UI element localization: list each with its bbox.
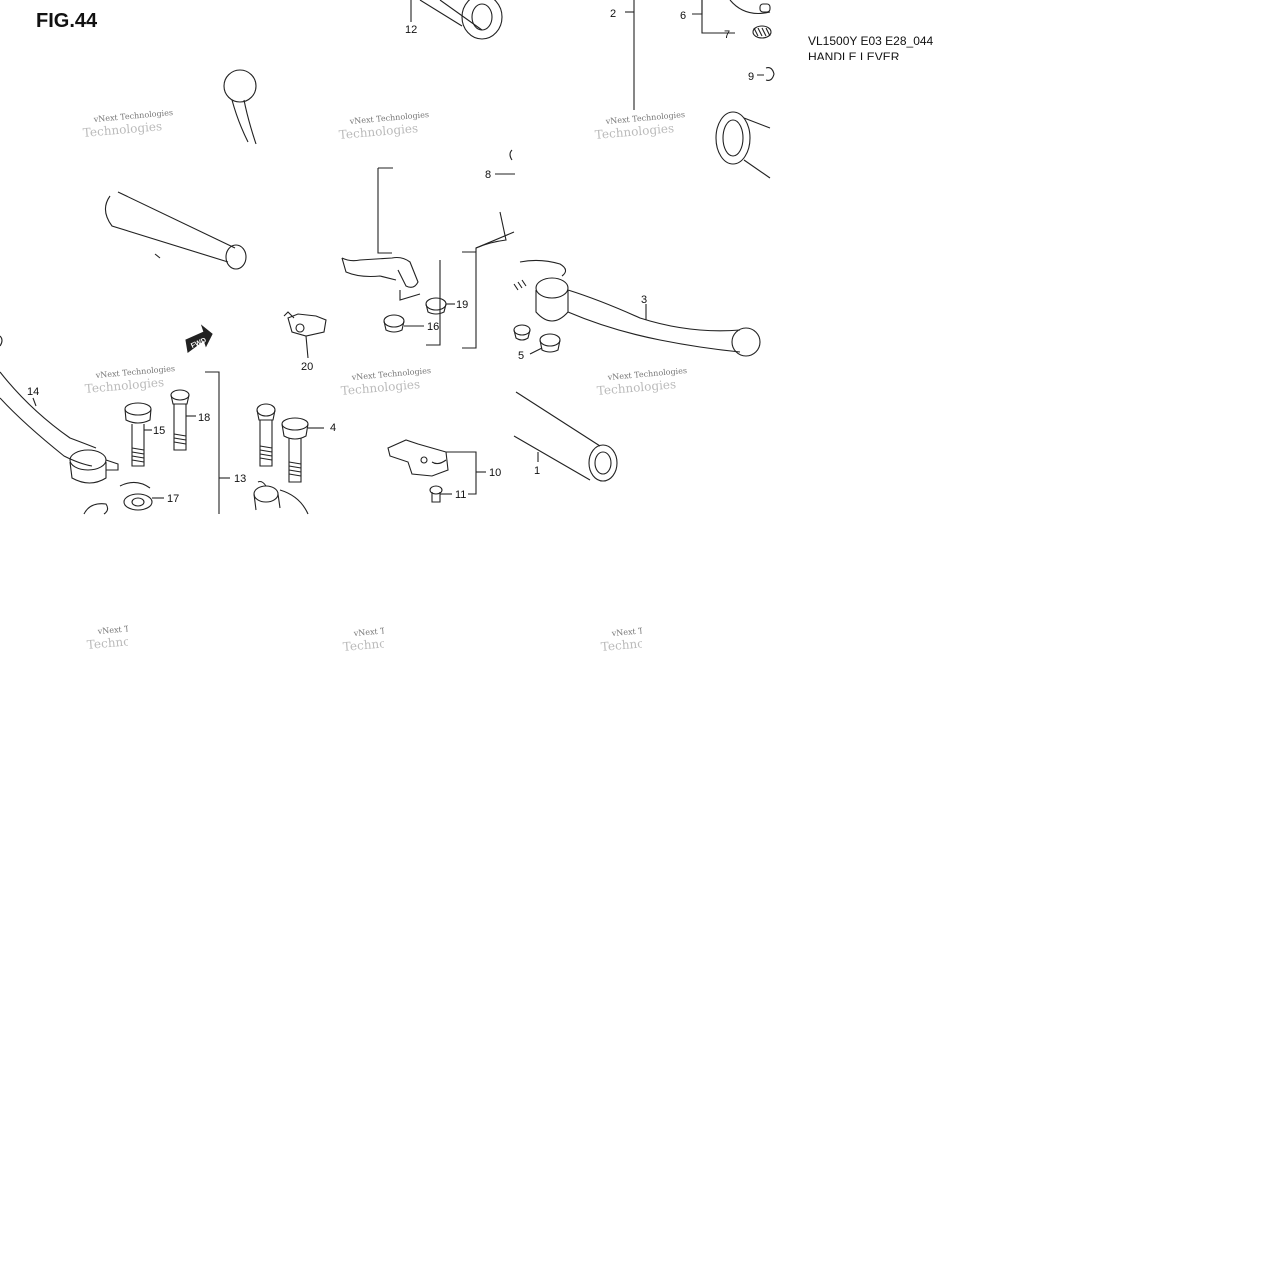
callout-6: 6 [680,10,686,22]
callout-11: 11 [455,489,466,501]
watermark-8: Technologies vNext Technologies [342,622,433,654]
bracket-5-3 [462,231,515,349]
bracket-2 [625,0,635,110]
callout-7: 7 [724,29,730,41]
watermark-5: Technologies vNext Technologies [340,366,431,398]
svg-text:Technologies: Technologies [342,633,422,654]
svg-text:Technologies: Technologies [82,119,162,140]
part-10-switch [387,439,486,495]
watermark-6: Technologies vNext Technologies [596,366,687,398]
svg-text:Technologies: Technologies [86,631,166,652]
callout-13: 13 [234,473,246,485]
left-grip [104,191,247,270]
svg-text:vNext Technologies: vNext Technologies [96,620,177,636]
callout-16: 16 [427,321,439,333]
part-12-grip [410,0,503,40]
callout-18: 18 [198,412,210,424]
callout-labels: 1 2 3 4 5 6 7 8 9 10 11 12 13 14 15 16 1… [27,8,754,505]
part-14-lever [0,335,119,484]
callout-12: 12 [405,24,417,36]
part-5-caps [513,324,561,355]
svg-text:vNext Technologies: vNext Technologies [610,622,691,638]
part-name: HANDLE LEVER [808,50,900,60]
svg-text:Technologies: Technologies [594,121,674,142]
callout-4: 4 [330,422,336,434]
svg-text:Technologies: Technologies [596,377,676,398]
fwd-arrow [185,324,213,353]
part-1-handlebar [513,391,618,482]
watermark-3: Technologies vNext Technologies [594,110,685,142]
part-4-bolt-right [281,417,324,483]
part-15-bolt [124,402,152,467]
callout-2: 2 [610,8,616,20]
part-11-screw [429,485,452,503]
figure-label: FIG.44 [36,10,98,32]
callout-3: 3 [641,294,647,306]
part-20-switch [283,311,327,359]
watermark-4: Technologies vNext Technologies [84,364,175,396]
part-4-bolt-left [256,403,276,467]
callout-20: 20 [301,361,313,373]
part-6-7-group [692,0,775,81]
callout-14: 14 [27,386,39,398]
bracket-13 [205,371,230,514]
callout-15: 15 [153,425,165,437]
callout-8: 8 [485,169,491,181]
watermarks: Technologies vNext Technologies Technolo… [82,108,687,398]
watermark-7: Technologies vNext Technologies [86,620,177,652]
svg-text:Technologies: Technologies [338,121,418,142]
callout-19: 19 [456,299,468,311]
watermark-9: Technologies vNext Technologies [600,622,691,654]
watermark-2: Technologies vNext Technologies [338,110,429,142]
svg-text:Technologies: Technologies [84,375,164,396]
part-18-bolt [170,389,196,451]
svg-text:vNext Technologies: vNext Technologies [352,622,433,638]
lower-housing [253,480,309,515]
mirror-stem [223,69,257,145]
callout-1: 1 [534,465,540,477]
model-code: VL1500Y E03 E28_044 [808,34,934,48]
svg-text:Technologies: Technologies [340,377,420,398]
holder-8-bracket [341,149,515,346]
right-grip [715,111,771,179]
callout-17: 17 [167,493,179,505]
part-17-washer [83,481,164,515]
callout-5: 5 [518,350,524,362]
part-19-cap [425,297,455,315]
callout-10: 10 [489,467,501,479]
watermark-1: Technologies vNext Technologies [82,108,173,140]
part-16-cap [383,314,424,333]
callout-9: 9 [748,71,754,83]
part-3-lever [513,259,761,357]
svg-text:Technologies: Technologies [600,633,680,654]
